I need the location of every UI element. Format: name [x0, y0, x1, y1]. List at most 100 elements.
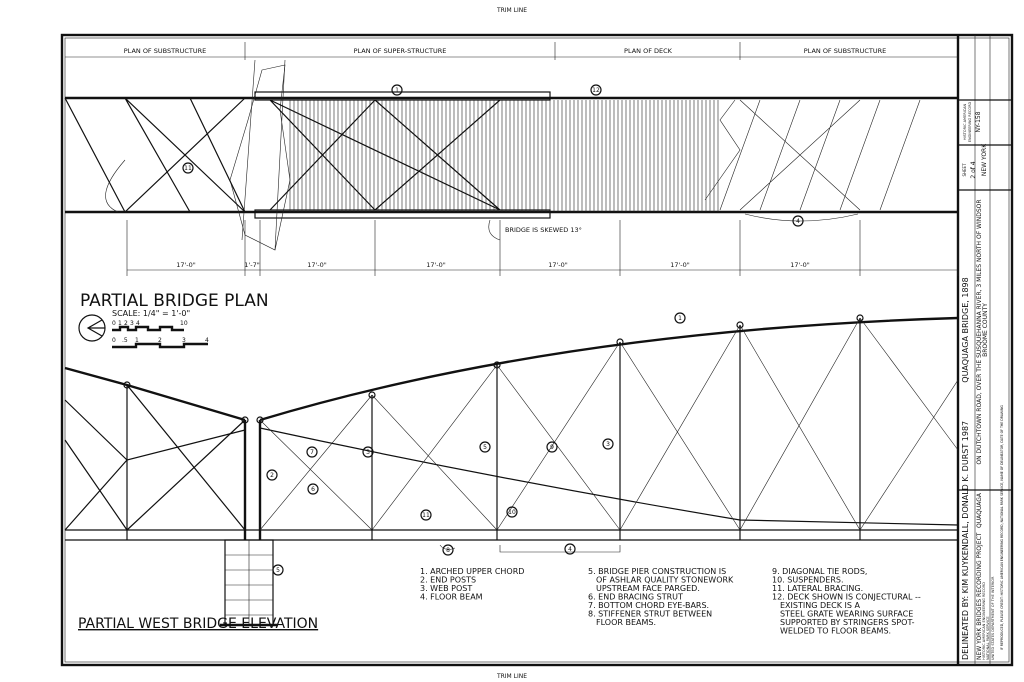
- callout-number: 5: [483, 444, 487, 451]
- floor-line: [65, 529, 958, 541]
- note-line: EXISTING DECK IS A: [780, 601, 861, 610]
- plan-headers: PLAN OF SUBSTRUCTURE PLAN OF SUPER-STRUC…: [65, 42, 958, 60]
- scale-tick: 1: [118, 320, 122, 327]
- note-line: 6. END BRACING STRUT: [588, 593, 683, 602]
- arched-upper-chord: [259, 316, 959, 422]
- note-line: 3. WEB POST: [420, 584, 472, 593]
- callout-number: 4: [568, 546, 572, 553]
- dimension-label: 17'-0": [426, 261, 446, 269]
- town: QUAQUAGA: [976, 492, 983, 528]
- header-plan-deck: PLAN OF DECK: [624, 47, 673, 55]
- callout-number: 9: [550, 444, 554, 451]
- note-line: SUPPORTED BY STRINGERS SPOT-: [780, 618, 915, 627]
- note-line: UPSTREAM FACE PARGED.: [596, 584, 700, 593]
- dimension-label: 17'-0": [548, 261, 568, 269]
- callout-number: 2: [270, 472, 274, 479]
- scale-tick: 1: [135, 337, 139, 344]
- callout-2: 2: [266, 469, 278, 481]
- callout-3: 3: [362, 446, 374, 458]
- pin-joint: [616, 338, 624, 346]
- record-number: NY-158: [975, 111, 982, 132]
- note-line: STEEL GRATE WEARING SURFACE: [780, 610, 913, 619]
- header-plan-superstructure: PLAN OF SUPER-STRUCTURE: [354, 47, 447, 55]
- note-line: 11. LATERAL BRACING.: [772, 584, 863, 593]
- callout-4: 4: [564, 543, 576, 555]
- scale-tick: .5: [122, 337, 128, 344]
- callout-number: 4: [796, 218, 800, 225]
- sheet-label: SHEET: [962, 163, 967, 177]
- header-plan-substructure-right: PLAN OF SUBSTRUCTURE: [804, 47, 886, 55]
- scale-tick: 10: [180, 320, 188, 327]
- agency-nps: NATIONAL PARK SERVICE: [986, 616, 990, 660]
- note-line: OF ASHLAR QUALITY STONEWORK: [596, 576, 734, 585]
- callout-number: 8: [446, 547, 450, 554]
- callout-number: 1: [678, 315, 682, 322]
- callout-number: 6: [311, 486, 315, 493]
- record-label: ENGINEERING RECORD: [968, 101, 972, 142]
- elevation-title: PARTIAL WEST BRIDGE ELEVATION: [78, 616, 318, 632]
- bridge-plan-drawing: BRIDGE IS SKEWED 13°: [64, 59, 958, 251]
- dimension-label: 1'-7": [244, 261, 259, 269]
- dimension-label: 17'-0": [307, 261, 327, 269]
- title-block: DELINEATED BY: KIM KUYKENDALL, DONALD K.…: [958, 35, 1012, 665]
- note-line: 7. BOTTOM CHORD EYE-BARS.: [588, 601, 709, 610]
- scale-bar: SCALE: 1/4" = 1'-0" 0 1 2 3 4 10 0 .5 1 …: [78, 309, 209, 349]
- pin-joint: [368, 391, 376, 399]
- dimension-line: 17'-0" 1'-7" 17'-0" 17'-0" 17'-0" 17'-0"…: [126, 220, 959, 276]
- callout-5: 5: [479, 441, 491, 453]
- callout-number: 11: [422, 512, 430, 519]
- callout-number: 3: [606, 441, 610, 448]
- callout-5: 5: [272, 564, 284, 576]
- sheet-border: [60, 33, 1014, 667]
- sheet-number: 2 of 4: [970, 161, 977, 178]
- callout-10: 10: [506, 506, 518, 518]
- note-line: 10. SUSPENDERS.: [772, 576, 844, 585]
- note-line: 4. FLOOR BEAM: [420, 593, 483, 602]
- county: BROOME COUNTY: [982, 303, 989, 357]
- skew-note: BRIDGE IS SKEWED 13°: [505, 226, 582, 234]
- bridge-elevation-drawing: [64, 314, 959, 627]
- note-line: WELDED TO FLOOR BEAMS.: [780, 627, 891, 636]
- callout-number: 10: [508, 509, 516, 516]
- note-line: 9. DIAGONAL TIE RODS,: [772, 567, 867, 576]
- callout-12: 12: [590, 84, 602, 96]
- top-trim-line-label: TRIM LINE: [496, 7, 527, 14]
- note-line: 2. END POSTS: [420, 576, 476, 585]
- bridge-name: QUAQUAGA BRIDGE, 1898: [961, 277, 970, 382]
- callout-1: 1: [391, 84, 403, 96]
- callout-1: 1: [674, 312, 686, 324]
- bottom-trim-line-label: TRIM LINE: [496, 673, 527, 680]
- pin-joint: [123, 381, 131, 389]
- note-line: 1. ARCHED UPPER CHORD: [420, 567, 524, 576]
- callout-11: 11: [182, 162, 194, 174]
- callout-8: 8: [442, 544, 454, 556]
- project-name: NEW YORK BRIDGES RECORDING PROJECT: [976, 532, 983, 660]
- scale-tick: 2: [158, 337, 162, 344]
- state: NEW YORK: [981, 143, 988, 176]
- bottom-chord-eye-bars: [259, 427, 959, 526]
- callout-11: 11: [420, 509, 432, 521]
- record-label: HISTORIC AMERICAN: [963, 103, 967, 140]
- callout-6: 6: [307, 483, 319, 495]
- pin-joint: [736, 321, 744, 329]
- pin-joint: [241, 416, 249, 424]
- scale-tick: 0: [112, 320, 116, 327]
- scale-tick: 3: [130, 320, 134, 327]
- pin-joint: [256, 416, 264, 424]
- callout-7: 7: [306, 446, 318, 458]
- callout-9: 9: [546, 441, 558, 453]
- dimension-label: 17'-0": [790, 261, 810, 269]
- note-line: 12. DECK SHOWN IS CONJECTURAL --: [772, 593, 921, 602]
- note-line: 5. BRIDGE PIER CONSTRUCTION IS: [588, 567, 726, 576]
- scale-tick: 4: [136, 320, 140, 327]
- callout-number: 1: [395, 87, 399, 94]
- header-plan-substructure-left: PLAN OF SUBSTRUCTURE: [124, 47, 206, 55]
- callout-number: 12: [592, 87, 600, 94]
- left-upper-chord: [64, 366, 246, 422]
- agency-doi: UNITED STATES DEPARTMENT OF THE INTERIOR: [991, 576, 995, 660]
- pin-joint: [856, 314, 864, 322]
- dimension-label: 17'-0": [176, 261, 196, 269]
- scale-tick: 0: [112, 337, 116, 344]
- callout-3: 3: [602, 438, 614, 450]
